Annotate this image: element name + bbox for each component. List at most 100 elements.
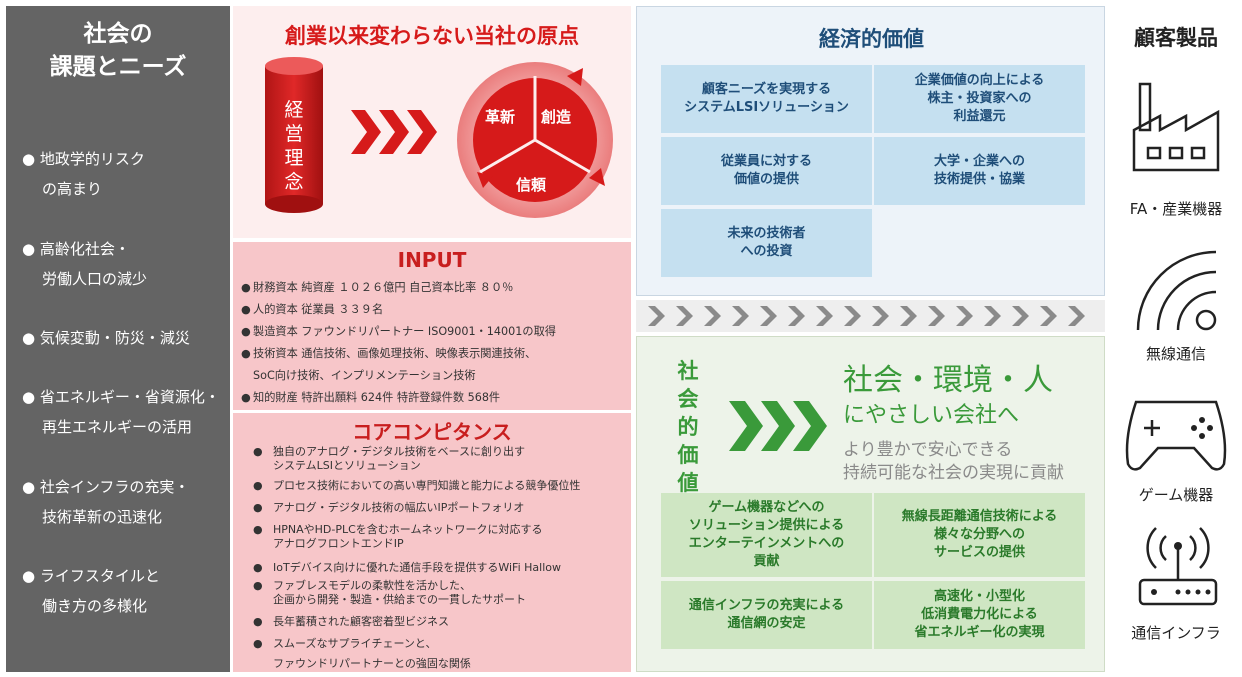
gray-chevron-icon xyxy=(648,306,665,326)
product-label-fa: FA・産業機器 xyxy=(1129,200,1223,218)
economic-value-box: 顧客ニーズを実現する システムLSIソリューション xyxy=(661,65,872,133)
need-text: 高齢化社会・ xyxy=(39,240,130,258)
need-text: 働き方の多様化 xyxy=(42,597,148,615)
core-item: ●スムーズなサプライチェーンと、ファウンドリパートナーとの強固な関係 xyxy=(253,637,471,671)
input-item-text: 技術資本 通信技術、画像処理技術、映像表示関連技術、 xyxy=(253,347,537,360)
values-cycle-diagram xyxy=(457,62,613,218)
need-item: ● 社会インフラの充実・ 技術革新の迅速化 xyxy=(22,472,189,532)
social-needs-title-line1: 社会の xyxy=(83,21,153,47)
bullet: ● xyxy=(241,391,251,404)
core-item-line: アナログフロントエンドIP xyxy=(273,537,404,550)
core-item-line: 企画から開発・製造・供給までの一貫したサポート xyxy=(273,593,526,606)
social-value-box: 高速化・小型化 低消費電力化による 省エネルギー化の実現 xyxy=(874,581,1085,649)
bullet: ● xyxy=(22,388,36,406)
input-panel: INPUT ●財務資本 純資産 １０２６億円 自己資本比率 ８０％ ●人的資本 … xyxy=(233,242,631,410)
bullet: ● xyxy=(22,567,36,585)
gray-chevron-icon xyxy=(984,306,1001,326)
gray-chevron-icon xyxy=(676,306,693,326)
product-label-wireless: 無線通信 xyxy=(1145,345,1206,363)
origin-title: 創業以来変わらない当社の原点 xyxy=(285,24,579,48)
green-chevron-arrows xyxy=(729,401,827,451)
need-text: 再生エネルギーの活用 xyxy=(42,418,193,436)
need-text: の高まり xyxy=(42,180,103,198)
need-text: ライフスタイルと xyxy=(39,567,160,585)
wireless-icon xyxy=(1136,250,1217,331)
social-value-text: 通信インフラの充実による 通信網の安定 xyxy=(688,598,845,631)
economic-value-box: 未来の技術者 への投資 xyxy=(661,209,872,277)
core-item: ●アナログ・デジタル技術の幅広いIPポートフォリオ xyxy=(253,501,524,515)
input-item: ●技術資本 通信技術、画像処理技術、映像表示関連技術、 xyxy=(241,346,537,362)
input-item: ●人的資本 従業員 ３３９名 xyxy=(241,302,384,318)
need-item: ● ライフスタイルと 働き方の多様化 xyxy=(22,561,160,621)
core-item-line: ファウンドリパートナーとの強固な関係 xyxy=(273,657,471,670)
core-item-line: システムLSIとソリューション xyxy=(273,459,421,472)
core-item: ●ファブレスモデルの柔軟性を活かした、企画から開発・製造・供給までの一貫したサポ… xyxy=(253,579,526,607)
economic-value-text: 大学・企業への 技術提供・協業 xyxy=(933,154,1025,187)
gray-chevron-icon xyxy=(956,306,973,326)
gray-chevron-icon xyxy=(900,306,917,326)
input-item: ●知的財産 特許出願料 624件 特許登録件数 568件 xyxy=(241,390,500,406)
social-value-panel: 社会的価値 社会・環境・人 にやさしい会社へ より豊かで安心できる 持続可能な社… xyxy=(636,336,1105,672)
gray-chevron-icon xyxy=(732,306,749,326)
need-text: 地政学的リスク xyxy=(39,150,145,168)
philosophy-cylinder xyxy=(265,57,323,213)
input-item-text: 財務資本 純資産 １０２６億円 自己資本比率 ８０％ xyxy=(253,281,514,294)
input-item: ●財務資本 純資産 １０２６億円 自己資本比率 ８０％ xyxy=(241,280,514,296)
need-item: ● 気候変動・防災・減災 xyxy=(22,323,190,353)
bullet: ● xyxy=(22,478,36,496)
factory-icon xyxy=(1132,82,1220,172)
economic-value-text: 未来の技術者 への投資 xyxy=(727,226,806,259)
need-item: ● 地政学的リスク の高まり xyxy=(22,144,145,204)
need-text: 技術革新の迅速化 xyxy=(42,508,163,526)
gray-chevron-icon xyxy=(760,306,777,326)
social-description: より豊かで安心できる 持続可能な社会の実現に貢献 xyxy=(843,439,1064,485)
gray-chevron-icon xyxy=(704,306,721,326)
core-item-line: IoTデバイス向けに優れた通信手段を提供するWiFi Hallow xyxy=(273,561,561,574)
social-value-label: 社会的価値 xyxy=(677,359,699,495)
social-description-line: より豊かで安心できる xyxy=(843,440,1013,460)
input-title: INPUT xyxy=(397,248,467,272)
gray-chevron-icon xyxy=(1068,306,1085,326)
input-item-text: 人的資本 従業員 ３３９名 xyxy=(253,303,384,316)
economic-value-text: 顧客ニーズを実現する システムLSIソリューション xyxy=(684,82,849,115)
bullet: ● xyxy=(253,523,263,536)
bullet: ● xyxy=(253,479,263,492)
need-item: ● 省エネルギー・省資源化・ 再生エネルギーの活用 xyxy=(22,382,220,442)
bullet: ● xyxy=(253,579,263,592)
need-text: 省エネルギー・省資源化・ xyxy=(39,388,220,406)
value-creation: 創造 xyxy=(541,108,572,126)
social-main-subheading: にやさしい会社へ xyxy=(843,403,1020,428)
product-label-infra: 通信インフラ xyxy=(1131,624,1221,642)
gray-chevron-icon xyxy=(788,306,805,326)
philosophy-label: 経営理念 xyxy=(284,99,304,193)
arrow-strip xyxy=(636,300,1105,332)
gray-chevron-icon xyxy=(816,306,833,326)
need-text: 労働人口の減少 xyxy=(42,270,148,288)
core-item: ● プロセス技術においての高い専門知識と能力による競争優位性 xyxy=(253,479,581,493)
router-icon xyxy=(1138,527,1218,606)
core-item-line: プロセス技術においての高い専門知識と能力による競争優位性 xyxy=(273,479,581,492)
economic-value-title: 経済的価値 xyxy=(819,27,924,51)
bullet: ● xyxy=(253,445,263,458)
gray-chevron-icon xyxy=(844,306,861,326)
gray-chevron-icon xyxy=(1012,306,1029,326)
economic-value-text: 企業価値の向上による 株主・投資家への 利益還元 xyxy=(914,73,1045,124)
bullet: ● xyxy=(253,561,263,574)
social-value-text: 高速化・小型化 低消費電力化による 省エネルギー化の実現 xyxy=(914,589,1045,640)
need-text: 気候変動・防災・減災 xyxy=(39,329,190,347)
economic-value-text: 従業員に対する 価値の提供 xyxy=(720,154,812,187)
input-item: ●製造資本 ファウンドリパートナー ISO9001・14001の取得 xyxy=(241,324,556,340)
core-item: ●長年蓄積された顧客密着型ビジネス xyxy=(253,615,449,629)
bullet: ● xyxy=(241,347,251,360)
social-value-text: ゲーム機器などへの ソリューション提供による エンターテインメントへの 貢献 xyxy=(688,500,845,569)
core-item: ●HPNAやHD-PLCを含むホームネットワークに対応するアナログフロントエンド… xyxy=(253,523,542,551)
social-needs-title-line2: 課題とニーズ xyxy=(49,54,187,80)
economic-value-box: 企業価値の向上による 株主・投資家への 利益還元 xyxy=(874,65,1085,133)
bullet: ● xyxy=(241,303,251,316)
input-item-text: 製造資本 ファウンドリパートナー ISO9001・14001の取得 xyxy=(253,325,556,338)
economic-value-panel: 経済的価値 顧客ニーズを実現する システムLSIソリューション 企業価値の向上に… xyxy=(636,6,1105,296)
bullet: ● xyxy=(253,637,263,650)
core-competence-title: コアコンピタンス xyxy=(352,420,512,444)
social-main-heading: 社会・環境・人 xyxy=(843,363,1053,398)
value-trust: 信頼 xyxy=(516,176,547,194)
